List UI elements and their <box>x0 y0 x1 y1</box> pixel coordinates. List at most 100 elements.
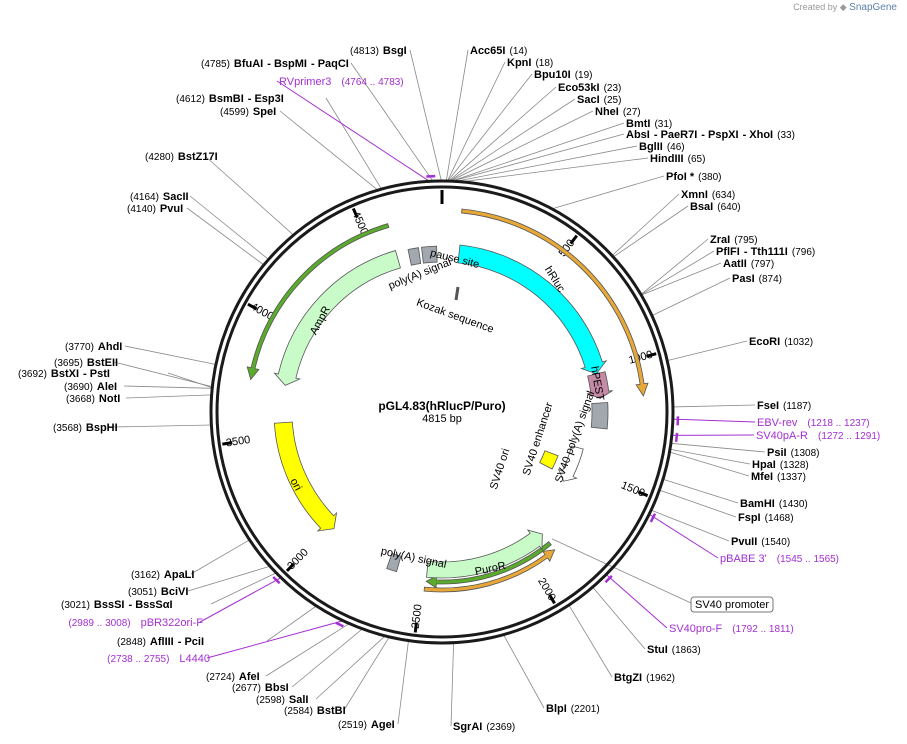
enzyme-position: (3051) <box>128 587 157 598</box>
primer-mark <box>649 513 657 523</box>
enzyme-label: (3162)ApaLI <box>131 569 194 581</box>
enzyme-label: AbsI- PaeR7I- PspXI- XhoI(33) <box>626 129 795 141</box>
sv40-promoter-label: SV40 promoter <box>695 599 769 611</box>
enzyme-label: MfeI(1337) <box>751 471 806 483</box>
enzyme-name: - PciI <box>178 636 204 648</box>
primer-name: pBR322ori-F <box>141 617 204 629</box>
enzyme-label: (3695)BstEII <box>54 357 118 369</box>
enzyme-leader-line <box>669 448 751 465</box>
enzyme-position: (2677) <box>232 683 261 694</box>
enzyme-position: (2201) <box>571 704 600 715</box>
enzyme-position: (634) <box>712 190 735 201</box>
enzyme-label: HindIII(65) <box>650 153 705 165</box>
enzyme-position: (2848) <box>117 637 146 648</box>
enzyme-position: (380) <box>698 172 721 183</box>
primer-name: RVprimer3 <box>279 76 331 88</box>
enzyme-position: (27) <box>623 107 641 118</box>
enzyme-position: (19) <box>575 70 593 81</box>
primer-leader-line <box>648 513 719 559</box>
enzyme-name: BtgZI <box>614 672 642 684</box>
enzyme-name: BssSI <box>94 599 125 611</box>
enzyme-name: - BspMI <box>267 58 307 70</box>
enzyme-position: (797) <box>751 259 774 270</box>
enzyme-position: (18) <box>535 58 553 69</box>
enzyme-leader-line <box>189 195 269 260</box>
enzyme-label: Bpu10I(19) <box>534 69 592 81</box>
enzyme-label: StuI(1863) <box>647 644 701 656</box>
enzyme-position: (1032) <box>784 337 813 348</box>
enzyme-position: (25) <box>604 95 622 106</box>
scale-tick <box>351 207 359 219</box>
scale-tick <box>222 441 233 446</box>
enzyme-label: XmnI (634) <box>681 189 735 201</box>
primer-label: SV40pA-R(1272 .. 1291) <box>756 430 880 442</box>
enzyme-name: SacII <box>163 191 189 203</box>
ampr-feature <box>273 250 401 386</box>
snapgene-credit: Created by ◆ SnapGene <box>793 2 897 13</box>
enzyme-leader-line <box>568 604 613 678</box>
orf-arc <box>246 223 390 381</box>
enzyme-label: PvuII(1540) <box>731 536 790 548</box>
primer-label: pBABE 3'(1545 .. 1565) <box>720 553 839 565</box>
enzyme-name: KpnI <box>507 57 531 69</box>
enzyme-leader-line <box>279 110 379 191</box>
enzyme-name: SacI <box>577 94 600 106</box>
puror-feature <box>426 529 543 579</box>
enzyme-name: MfeI <box>751 471 773 483</box>
primer-name: pBABE 3' <box>720 553 767 565</box>
scale-tick-label: 1500 <box>619 479 646 499</box>
enzyme-label: (2848)AflIII- PciI <box>117 636 204 648</box>
enzyme-name: FseI <box>757 400 779 412</box>
credit-prefix: Created by <box>793 2 838 12</box>
enzyme-position: (14) <box>509 46 527 57</box>
scale-tick-label: 2000 <box>535 576 558 603</box>
enzyme-leader-line <box>350 62 434 182</box>
enzyme-name: Eco53kI <box>558 82 600 94</box>
primer-range: (1792 .. 1811) <box>732 624 794 635</box>
hrluc-feature <box>457 244 608 375</box>
primer-label: (2989 .. 3008)pBR322ori-F <box>68 617 203 629</box>
enzyme-name: AfeI <box>239 671 260 683</box>
enzyme-position: (4164) <box>130 192 159 203</box>
enzyme-name: - PstI <box>83 368 110 380</box>
enzyme-position: (796) <box>792 247 815 258</box>
enzyme-name: BsaI <box>690 201 713 213</box>
enzyme-position: (23) <box>604 83 622 94</box>
enzyme-position: (4280) <box>145 152 174 163</box>
enzyme-position: (3021) <box>61 600 90 611</box>
enzyme-name: HindIII <box>650 153 684 165</box>
primer-label: SV40pro-F(1792 .. 1811) <box>669 623 794 635</box>
scale-tick <box>413 622 418 633</box>
enzyme-position: (3690) <box>64 382 93 393</box>
kozak-label: Kozak sequence <box>415 297 496 336</box>
enzyme-label: (4164) SacII <box>130 191 189 203</box>
orf-arc <box>423 549 556 593</box>
enzyme-leader-line <box>449 98 576 182</box>
enzyme-leader-line <box>125 394 212 399</box>
backbone-outer <box>209 179 675 645</box>
enzyme-leader-line <box>670 442 766 453</box>
enzyme-leader-line <box>315 635 386 700</box>
enzyme-leader-line <box>210 572 277 605</box>
enzyme-name: StuI <box>647 644 668 656</box>
plasmid-name: pGL4.83(hRlucP/Puro) <box>378 399 505 413</box>
orf-arc <box>461 208 649 397</box>
enzyme-label: (3051)BciVI <box>128 586 188 598</box>
enzyme-name: AgeI <box>371 719 395 731</box>
kozak-mark <box>454 286 460 301</box>
sv40-promoter-box <box>690 596 774 613</box>
polya-feature <box>386 552 402 573</box>
enzyme-leader-line <box>659 489 737 518</box>
primer-name: L4440 <box>179 653 210 665</box>
enzyme-leader-line <box>445 49 469 182</box>
enzyme-name: XmnI <box>681 189 708 201</box>
enzyme-name: PvuII <box>731 536 757 548</box>
enzyme-name: BbsI <box>265 682 289 694</box>
enzyme-position: (3162) <box>131 570 160 581</box>
primer-mark <box>674 432 679 443</box>
hpest-feature <box>586 371 613 399</box>
enzyme-name: - PaeR7I <box>654 129 697 141</box>
primer-label: (2738 .. 2755)L4440 <box>107 653 210 665</box>
enzyme-leader-line <box>447 73 533 182</box>
enzyme-position: (4785) <box>201 59 230 70</box>
